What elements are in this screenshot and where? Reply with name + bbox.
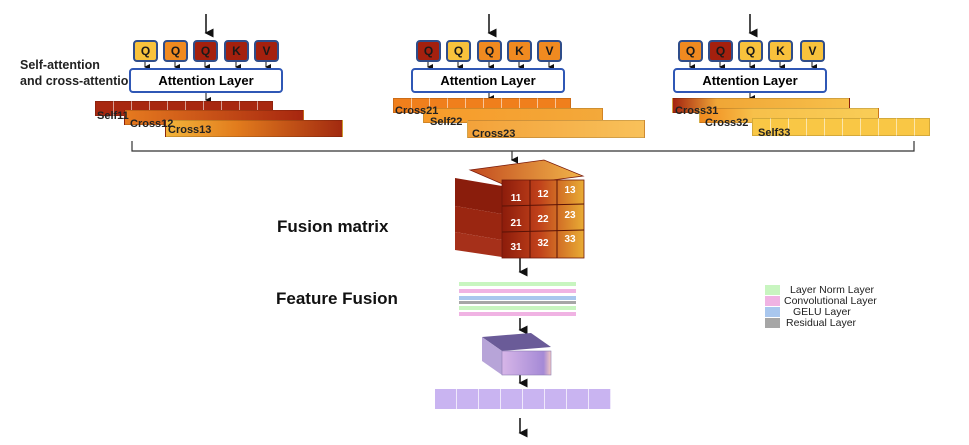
conv-bar	[459, 312, 576, 316]
strip-label: Cross31	[675, 105, 719, 117]
feature-strip	[165, 120, 343, 137]
feature-strip	[752, 118, 930, 136]
strip-label: Self11	[97, 110, 129, 122]
fusion-matrix-label: Fusion matrix	[277, 217, 389, 236]
matrix-cell: 11	[510, 193, 522, 204]
token-box: Q	[193, 40, 218, 62]
feature-strip	[467, 120, 645, 138]
token-box: Q	[477, 40, 502, 62]
legend-swatch	[765, 296, 780, 306]
strip-label: Cross21	[395, 105, 439, 117]
matrix-cell: 23	[564, 210, 576, 221]
strip-label: Cross32	[705, 117, 749, 129]
legend-swatch	[765, 307, 780, 317]
self-cross-label-1: Self-attention	[20, 58, 100, 72]
legend-label: Layer Norm Layer	[790, 284, 875, 296]
token-box: K	[224, 40, 249, 62]
layer-norm-bar	[459, 306, 576, 310]
block-top	[482, 333, 551, 351]
strip-label: Cross13	[168, 124, 212, 136]
attention-layer-box: Attention Layer	[673, 68, 827, 93]
strip-label: Self33	[758, 127, 791, 139]
gelu-bar	[459, 296, 576, 300]
token-box: K	[507, 40, 532, 62]
token-box: Q	[708, 40, 733, 62]
token-box: V	[254, 40, 279, 62]
matrix-cell: 21	[510, 218, 522, 229]
legend-label: Residual Layer	[786, 317, 857, 329]
matrix-cell: 33	[564, 234, 576, 245]
token-box: Q	[163, 40, 188, 62]
legend-swatch	[765, 285, 780, 295]
block-left	[482, 337, 502, 375]
matrix-cell: 13	[564, 185, 576, 196]
collect-brace	[131, 141, 915, 152]
legend-swatch	[765, 318, 780, 328]
token-box: Q	[416, 40, 441, 62]
attention-layer-box: Attention Layer	[129, 68, 283, 93]
strip-label: Cross23	[472, 128, 516, 140]
matrix-cell: 32	[537, 238, 549, 249]
block-front	[501, 350, 552, 376]
token-box: V	[800, 40, 825, 62]
matrix-cell: 12	[537, 189, 549, 200]
residual-bar	[459, 301, 576, 304]
layer-norm-bar	[459, 282, 576, 286]
self-cross-label-2: and cross-attention	[20, 74, 136, 88]
token-box: Q	[446, 40, 471, 62]
token-box: Q	[678, 40, 703, 62]
output-strip	[435, 389, 611, 409]
token-box: K	[768, 40, 793, 62]
token-box: Q	[133, 40, 158, 62]
token-box: Q	[738, 40, 763, 62]
strip-label: Self22	[430, 116, 463, 128]
feature-fusion-label: Feature Fusion	[276, 289, 398, 308]
matrix-cell: 31	[510, 242, 522, 253]
legend-label: Convolutional Layer	[784, 295, 877, 307]
token-box: V	[537, 40, 562, 62]
attention-layer-box: Attention Layer	[411, 68, 565, 93]
matrix-cell: 22	[537, 214, 549, 225]
legend-label: GELU Layer	[793, 306, 851, 318]
strip-label: Cross12	[130, 118, 174, 130]
conv-bar	[459, 289, 576, 293]
